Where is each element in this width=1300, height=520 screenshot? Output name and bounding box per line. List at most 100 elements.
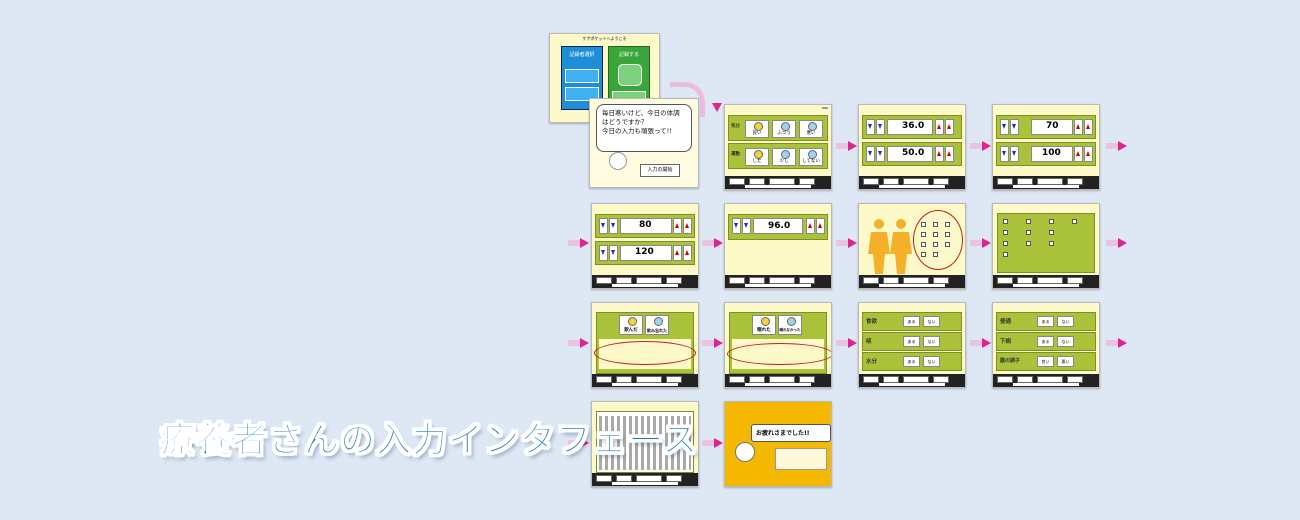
pressure-row-1: 70 [996,115,1096,139]
symptom2-row-2-choice-2[interactable]: ない [1057,336,1074,347]
up-arrow-icon[interactable] [1074,119,1083,135]
symptom1-row-3-choice-2[interactable]: ない [923,356,940,367]
up-arrow-icon[interactable] [683,245,692,261]
body-figure-icon [868,219,912,274]
down-arrow-icon[interactable] [732,218,741,234]
highlight-oval [913,210,963,270]
weight-value-2: 50.0 [902,148,925,158]
down-arrow-icon[interactable] [742,218,751,234]
smile-icon [754,150,763,159]
up-arrow-icon[interactable] [945,146,954,162]
flow-arrow [702,238,724,248]
mood-footer [725,176,831,189]
intro-card-left-btn2[interactable] [565,87,599,101]
down-arrow-icon[interactable] [1000,146,1009,162]
mood-row-1: 気分 良い ふつう 悪い [728,115,828,141]
flow-arrow [970,238,992,248]
temp-value: 96.0 [768,221,791,231]
down-arrow-icon[interactable] [866,119,875,135]
smile-icon [761,317,770,326]
flow-arrow [836,141,858,151]
symptom2-row-1-choice-2[interactable]: ない [1057,316,1074,327]
flow-arrow [1106,238,1128,248]
up-arrow-icon[interactable] [1084,119,1093,135]
symptom1-row-3-label: 水分 [866,359,878,365]
symptom1-row-1-choice-1[interactable]: ある [903,316,920,327]
symptom1-row-3-choice-1[interactable]: ある [903,356,920,367]
up-arrow-icon[interactable] [806,218,815,234]
down-arrow-icon[interactable] [876,119,885,135]
start-button[interactable]: 入力の開始 [640,164,680,177]
down-arrow-icon[interactable] [1010,119,1019,135]
sad-face-icon [787,317,796,326]
symptom2-row-1-choice-1[interactable]: ある [1037,316,1054,327]
flow-arrow [1106,141,1128,151]
down-arrow-icon[interactable] [876,146,885,162]
body-map-screen [858,203,966,289]
flow-arrow [970,141,992,151]
pressure2-value-1: 80 [639,220,652,230]
symptom1-row-2-label: 咳 [866,339,872,345]
done-note [775,448,827,470]
up-arrow-icon[interactable] [673,218,682,234]
flow-arrow-head [712,103,722,112]
smile-icon [754,122,763,131]
intro-card-left[interactable]: 記録者選択 [561,46,603,110]
weight-screen: 36.0 50.0 [858,104,966,190]
flow-curve-arrow [670,82,705,117]
up-arrow-icon[interactable] [1084,146,1093,162]
mascot-face-icon [735,442,755,462]
mascot-face-icon [609,152,627,170]
highlight-oval [727,343,831,365]
up-arrow-icon[interactable] [673,245,682,261]
mood-row-2-choice-1: した [752,159,762,164]
down-arrow-icon[interactable] [609,218,618,234]
down-arrow-icon[interactable] [1000,119,1009,135]
down-arrow-icon[interactable] [599,245,608,261]
mood-row-2: 運動 した 少し してない [728,143,828,169]
up-arrow-icon[interactable] [935,146,944,162]
memo-screen [591,401,699,487]
mood-row-2-choice-3: してない [802,159,820,164]
question-b-screen: 眠れた 眠れなかった [724,302,832,388]
symptom2-row-3-choice-1[interactable]: 良い [1037,356,1054,367]
weight-value-1: 36.0 [902,121,925,131]
highlight-oval [594,341,696,365]
symptom2-row-2-choice-1[interactable]: ある [1037,336,1054,347]
temp-screen: 96.0 [724,203,832,289]
symptom1-row-2-choice-1[interactable]: ある [903,336,920,347]
symptom2-row-3-label: 腹の調子 [1000,358,1021,364]
question-a-screen: 飲んだ 飲み忘れた [591,302,699,388]
mood-row-1-choice-3: 悪い [806,131,816,136]
up-arrow-icon[interactable] [816,218,825,234]
intro-card-left-btn[interactable] [565,69,599,83]
up-arrow-icon[interactable] [935,119,944,135]
sad-face-icon [654,317,663,326]
symptom1-row-1-label: 食欲 [866,319,878,325]
pressure2-value-2: 120 [635,247,654,257]
down-arrow-icon[interactable] [1010,146,1019,162]
question-b-choice-2: 眠れなかった [779,328,801,332]
mood-row-1-choice-1: 良い [752,131,762,136]
symptom1-row-2-choice-2[interactable]: ない [923,336,940,347]
symptom2-row-3-choice-2[interactable]: 悪い [1057,356,1074,367]
up-arrow-icon[interactable] [1074,146,1083,162]
symptom1-row-1-choice-2[interactable]: ない [923,316,940,327]
symptom1-screen: 食欲 ある ない 咳 ある ない 水分 ある ない [858,302,966,388]
pressure-value-2: 100 [1042,148,1061,158]
down-arrow-icon[interactable] [599,218,608,234]
neutral-face-icon [781,122,790,131]
welcome-line-1: 毎日寒いけど、今日の体調 [602,109,680,117]
up-arrow-icon[interactable] [945,119,954,135]
done-banner: お疲れさまでした!! [751,424,831,442]
pressure2-screen: 80 120 [591,203,699,289]
flow-arrow [568,238,590,248]
flow-arrow [702,338,724,348]
intro-header: ケアポケットへようこそ [582,36,627,41]
symptom2-row-1-label: 便通 [1000,319,1012,325]
down-arrow-icon[interactable] [866,146,875,162]
down-arrow-icon[interactable] [609,245,618,261]
up-arrow-icon[interactable] [683,218,692,234]
keyboard-grid[interactable] [599,416,691,470]
flow-arrow [970,338,992,348]
